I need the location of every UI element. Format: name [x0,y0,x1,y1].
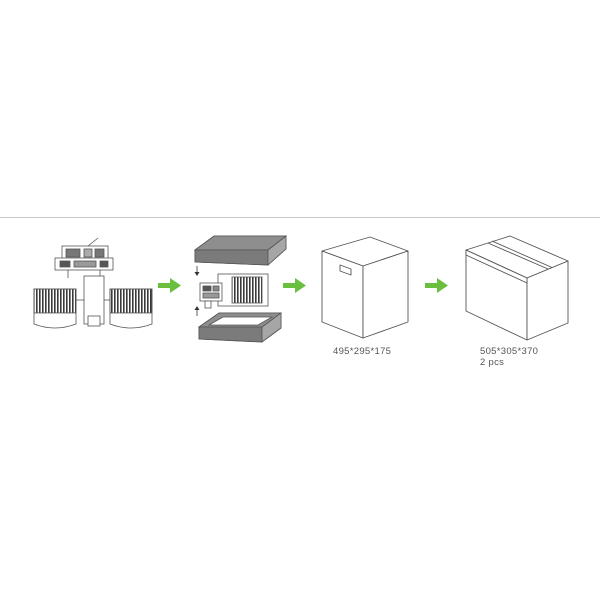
product-illustration [33,237,153,329]
inner-box-illustration [321,236,409,339]
inner-packing-illustration [193,235,288,343]
step-arrow-3 [425,278,448,293]
master-carton-illustration [465,235,569,341]
step-arrow-1 [158,278,181,293]
master-carton-dimensions: 505*305*370 [480,346,539,357]
inner-box-dimensions: 495*295*175 [333,346,392,357]
master-carton-quantity: 2 pcs [480,357,505,368]
section-divider [0,217,600,218]
step-arrow-2 [283,278,306,293]
